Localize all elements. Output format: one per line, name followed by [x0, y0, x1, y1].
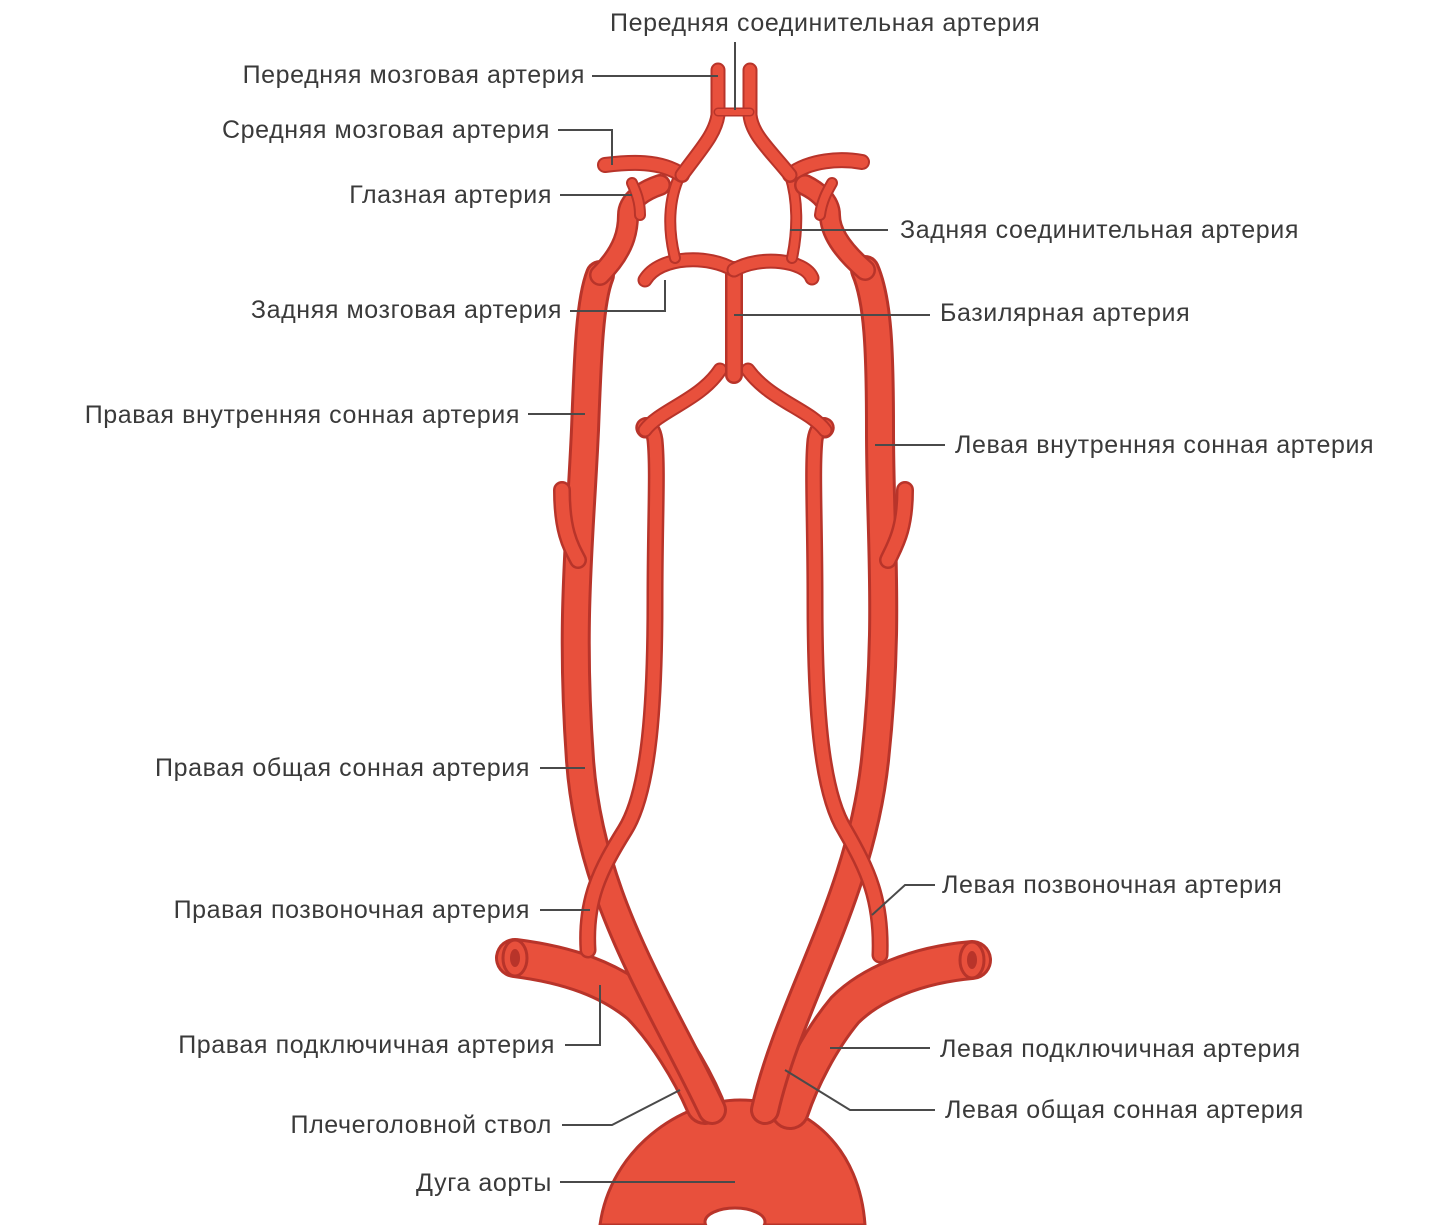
label-left-subclavian: Левая подключичная артерия: [940, 1034, 1301, 1064]
label-left-internal-carotid: Левая внутренняя сонная артерия: [955, 430, 1374, 460]
label-brachiocephalic: Плечеголовной ствол: [240, 1110, 552, 1140]
label-ophthalmic: Глазная артерия: [300, 180, 552, 210]
label-posterior-cerebral: Задняя мозговая артерия: [190, 295, 562, 325]
vertebral-vessels: [588, 370, 881, 955]
label-right-common-carotid: Правая общая сонная артерия: [95, 753, 530, 783]
label-posterior-communicating: Задняя соединительная артерия: [900, 215, 1299, 245]
label-middle-cerebral: Средняя мозговая артерия: [170, 115, 550, 145]
posterior-communicating-vessels: [670, 175, 796, 258]
label-left-vertebral: Левая позвоночная артерия: [942, 870, 1282, 900]
label-aortic-arch: Дуга аорты: [380, 1168, 552, 1198]
label-anterior-cerebral: Передняя мозговая артерия: [195, 60, 585, 90]
label-left-common-carotid: Левая общая сонная артерия: [945, 1095, 1304, 1125]
aortic-arch-vessel: [600, 1100, 865, 1225]
leader-brachiocephalic: [562, 1090, 680, 1125]
label-anterior-communicating: Передняя соединительная артерия: [610, 8, 1040, 38]
label-right-subclavian: Правая подключичная артерия: [115, 1030, 555, 1060]
label-right-vertebral: Правая позвоночная артерия: [110, 895, 530, 925]
label-basilar: Базилярная артерия: [940, 298, 1190, 328]
label-right-internal-carotid: Правая внутренняя сонная артерия: [10, 400, 520, 430]
middle-cerebral-vessels: [605, 160, 862, 175]
external-carotid-stubs: [562, 490, 905, 560]
